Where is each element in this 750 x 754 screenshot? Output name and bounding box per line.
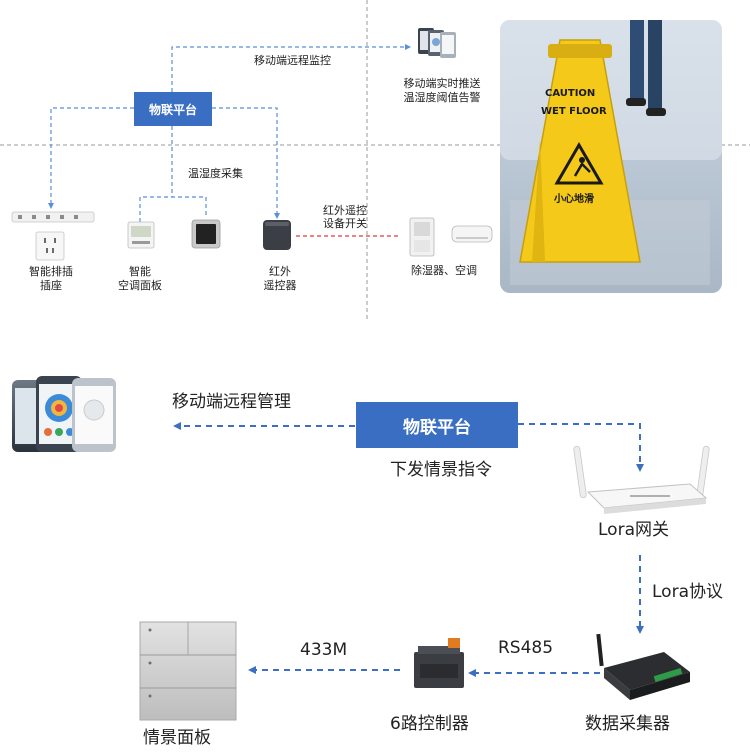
wet-floor-photo [500,20,722,293]
mobile-monitor-label: 移动端远程监控 [254,54,331,67]
temp-sensor-icon [191,219,221,249]
phones-icon-large [12,376,116,452]
dehumid-label: 除湿器、空调 [411,264,477,277]
data-collector-icon [596,633,690,700]
ac-panel-icon [127,221,155,249]
air-conditioner-icon [451,225,493,243]
caution-sign-line1: CAUTION [545,88,596,99]
scene-command-label: 下发情景指令 [390,460,492,480]
mobile-manage-label: 移动端远程管理 [172,392,291,412]
lora-gateway-icon [573,445,710,514]
freq-label: 433M [300,640,348,660]
platform-box-top: 物联平台 [134,92,212,126]
temp-collect-label: 温湿度采集 [188,167,243,180]
wall-socket-icon [35,231,65,261]
controller-icon [414,638,464,688]
mobile-push-label-line2: 温湿度阈值告警 [403,91,481,104]
lora-protocol-label: Lora协议 [652,582,723,602]
scene-panel-label: 情景面板 [143,728,211,748]
bottom-connectors [173,422,644,677]
phones-icon-small [418,28,456,58]
scene-panel-icon [139,621,237,721]
platform-box-bottom: 物联平台 [403,417,471,438]
top-connectors [48,44,411,222]
smart-strip-label-line1: 智能排插 [29,265,73,278]
rs485-label: RS485 [498,638,554,658]
ir-remote-label-line2: 遥控器 [263,279,297,292]
caution-sign-line3: 小心地滑 [554,194,594,205]
controller-label: 6路控制器 [390,714,469,734]
mobile-push-label-line1: 移动端实时推送 [403,77,481,90]
ir-switch-label-line1: 红外遥控 [323,204,367,217]
smart-strip-icon [11,211,95,223]
ac-panel-label-line2: 空调面板 [118,279,162,292]
ir-remote-icon [263,220,291,250]
ac-panel-label-line1: 智能 [129,265,151,278]
smart-strip-label-line2: 插座 [40,279,62,292]
platform-box-bottom-rect [356,402,518,448]
data-collector-label: 数据采集器 [585,714,670,734]
ir-remote-label-line1: 红外 [269,265,291,278]
lora-gateway-label: Lora网关 [598,520,669,540]
caution-sign-line2: WET FLOOR [541,106,607,117]
dehumidifier-icon [409,217,435,257]
ir-switch-label-line2: 设备开关 [323,217,367,230]
